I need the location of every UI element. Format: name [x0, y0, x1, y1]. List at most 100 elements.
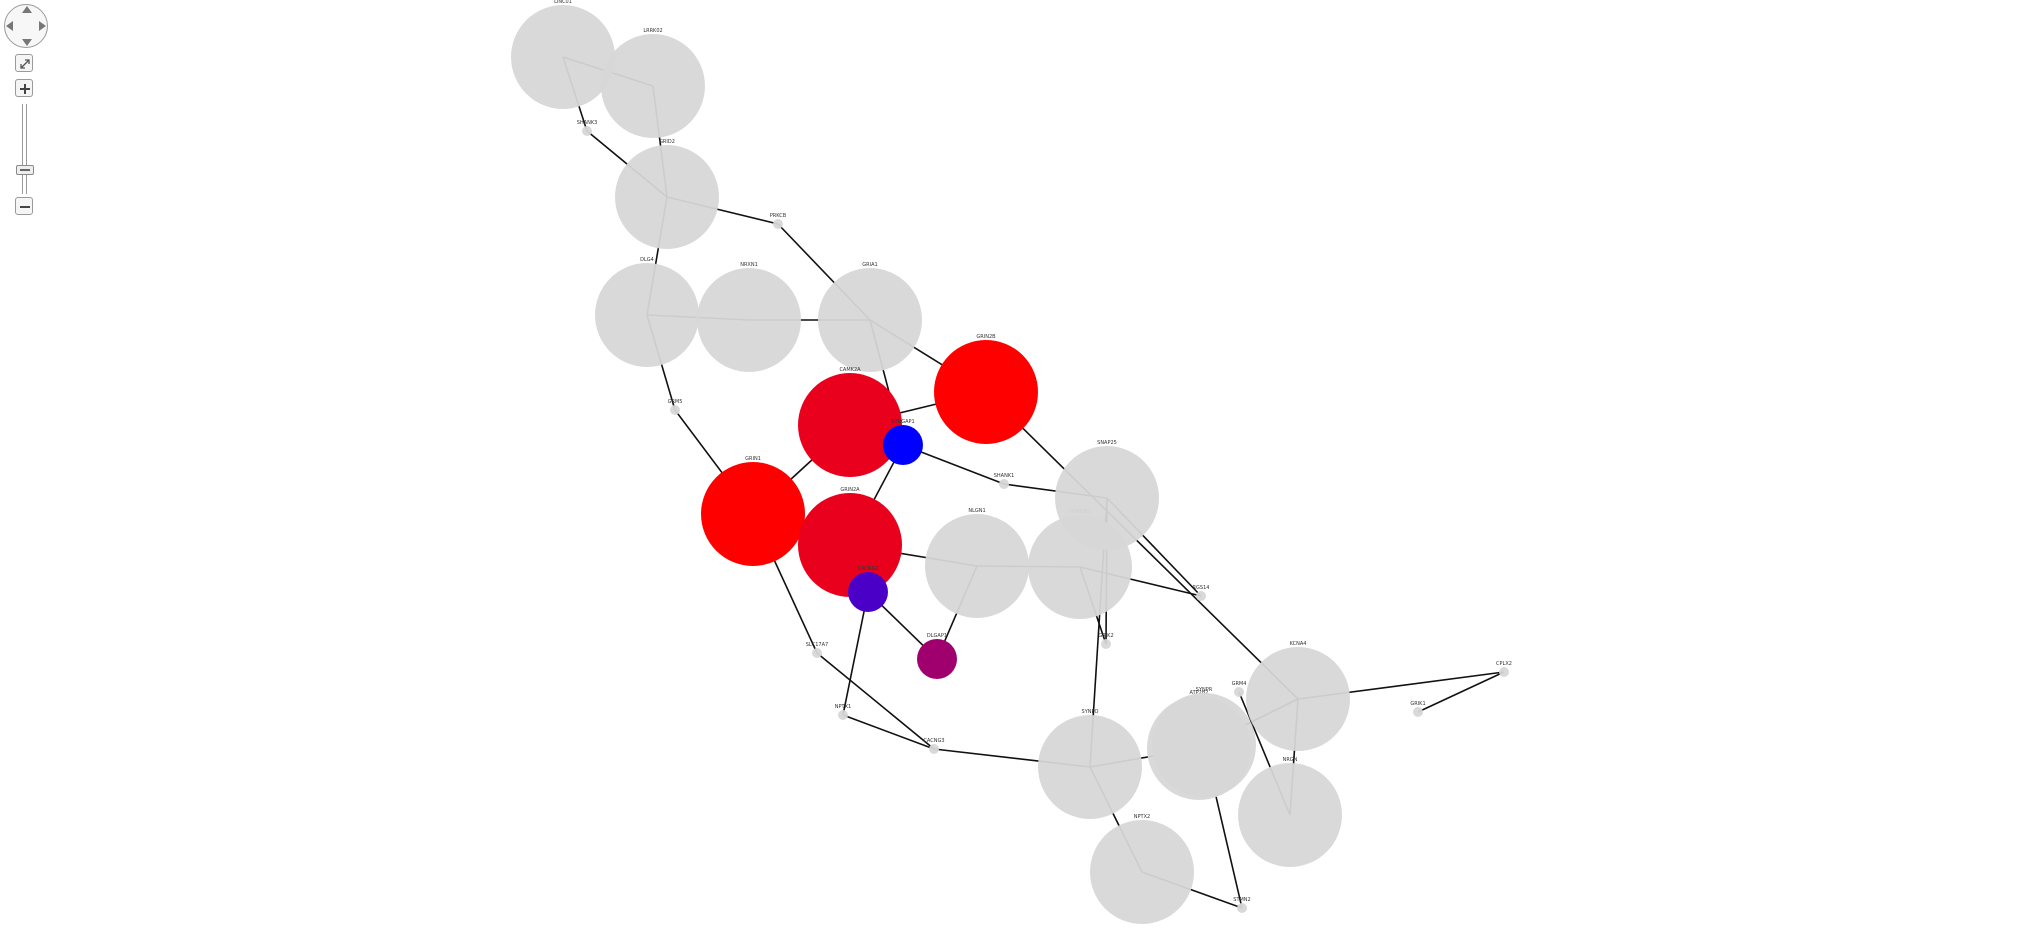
- graph-node-grin2b[interactable]: GRIN2B: [934, 334, 1038, 444]
- node-circle[interactable]: [818, 268, 922, 372]
- node-label: NPTX1: [835, 704, 851, 710]
- node-circle[interactable]: [812, 648, 822, 658]
- graph-edge[interactable]: [842, 714, 935, 750]
- graph-node-gria1[interactable]: GRIA1: [818, 262, 922, 372]
- node-circle[interactable]: [697, 268, 801, 372]
- zoom-out-button[interactable]: [15, 197, 33, 215]
- graph-node-nptx2[interactable]: NPTX2: [1090, 814, 1194, 924]
- graph-edge[interactable]: [842, 591, 869, 716]
- node-circle[interactable]: [1238, 763, 1342, 867]
- node-label: GRM4: [1232, 681, 1247, 687]
- graph-node-linc01[interactable]: LINC01: [511, 0, 615, 109]
- node-circle[interactable]: [511, 5, 615, 109]
- node-circle[interactable]: [1499, 667, 1509, 677]
- node-circle[interactable]: [601, 34, 705, 138]
- node-label: NRGN: [1283, 757, 1298, 763]
- zoom-slider-handle[interactable]: [16, 165, 34, 175]
- graph-node-shank1[interactable]: SHANK1: [994, 473, 1015, 489]
- node-circle[interactable]: [925, 514, 1029, 618]
- graph-node-dlgap1[interactable]: DLGAP1: [917, 633, 957, 679]
- node-label: GRIK2: [1098, 633, 1113, 639]
- pan-down-arrow-icon[interactable]: [22, 39, 32, 46]
- pan-compass-icon[interactable]: [4, 4, 48, 48]
- node-label: GRIA1: [862, 262, 877, 268]
- graph-edge[interactable]: [816, 652, 935, 750]
- node-circle[interactable]: [615, 145, 719, 249]
- node-circle[interactable]: [1234, 687, 1244, 697]
- pan-left-arrow-icon[interactable]: [6, 21, 13, 31]
- node-label: SHANK3: [577, 120, 598, 126]
- graph-node-cacng2[interactable]: CACNG2: [848, 566, 888, 612]
- zoom-in-button[interactable]: [15, 79, 33, 97]
- node-label: SLC17A7: [806, 642, 828, 648]
- node-circle[interactable]: [582, 126, 592, 136]
- graph-node-slc17a7[interactable]: SLC17A7: [806, 642, 828, 658]
- pan-right-arrow-icon[interactable]: [39, 21, 46, 31]
- node-circle[interactable]: [1152, 693, 1256, 797]
- graph-node-synpo[interactable]: SYNPO: [1038, 709, 1142, 819]
- graph-node-cplx2[interactable]: CPLX2: [1496, 661, 1512, 677]
- node-label: CPLX2: [1496, 661, 1512, 667]
- graph-node-camk2a[interactable]: CAMK2A: [798, 367, 902, 477]
- node-label: GRIN2B: [976, 334, 996, 340]
- node-label: CAMK2A: [839, 367, 861, 373]
- graph-node-grin2a[interactable]: GRIN2A: [798, 487, 902, 597]
- node-circle[interactable]: [917, 639, 957, 679]
- graph-node-nptx1[interactable]: NPTX1: [835, 704, 851, 720]
- node-label: GRIN1: [745, 456, 761, 462]
- graph-edge[interactable]: [985, 391, 1299, 700]
- node-circle[interactable]: [595, 263, 699, 367]
- node-circle[interactable]: [1090, 820, 1194, 924]
- node-circle[interactable]: [1196, 591, 1206, 601]
- graph-node-nlgn1[interactable]: NLGN1: [925, 508, 1029, 618]
- node-circle[interactable]: [1038, 715, 1142, 819]
- graph-node-grm5[interactable]: GRM5: [668, 399, 683, 415]
- graph-edge[interactable]: [1417, 671, 1505, 713]
- node-circle[interactable]: [670, 405, 680, 415]
- node-circle[interactable]: [929, 744, 939, 754]
- node-label: STMN2: [1233, 897, 1250, 903]
- node-label: NRXN1: [740, 262, 758, 268]
- zoom-slider-track[interactable]: [22, 104, 27, 194]
- graph-node-lrrk02[interactable]: LRRK02: [601, 28, 705, 138]
- graph-node-shank3[interactable]: SHANK3: [577, 120, 598, 136]
- graph-node-kcna4[interactable]: KCNA4: [1246, 641, 1350, 751]
- fit-screen-button[interactable]: [15, 54, 33, 72]
- pan-up-arrow-icon[interactable]: [22, 6, 32, 13]
- graph-node-rgs14[interactable]: RGS14: [1193, 585, 1210, 601]
- graph-node-dlg4[interactable]: DLG4: [595, 257, 699, 367]
- graph-node-syngap1[interactable]: SYNGAP1: [883, 419, 923, 465]
- node-circle[interactable]: [1413, 707, 1423, 717]
- graph-node-grik1[interactable]: GRIK1: [1410, 701, 1426, 717]
- node-circle[interactable]: [1246, 647, 1350, 751]
- graph-node-grin1[interactable]: GRIN1: [701, 456, 805, 566]
- node-label: SNAP25: [1097, 440, 1117, 446]
- node-circle[interactable]: [798, 493, 902, 597]
- graph-node-stmn2[interactable]: STMN2: [1233, 897, 1251, 913]
- graph-node-prkcb[interactable]: PRKCB: [770, 213, 787, 229]
- node-circle[interactable]: [701, 462, 805, 566]
- graph-node-snap25[interactable]: SNAP25: [1055, 440, 1159, 550]
- node-circle[interactable]: [838, 710, 848, 720]
- graph-node-synpr[interactable]: SYNPR: [1152, 687, 1256, 797]
- node-circle[interactable]: [848, 572, 888, 612]
- node-circle[interactable]: [773, 219, 783, 229]
- node-circle[interactable]: [1237, 903, 1247, 913]
- node-circle[interactable]: [1055, 446, 1159, 550]
- node-circle[interactable]: [1101, 639, 1111, 649]
- graph-node-nrgn[interactable]: NRGN: [1238, 757, 1342, 867]
- node-circle[interactable]: [934, 340, 1038, 444]
- node-label: SYNPR: [1196, 687, 1213, 693]
- node-label: GRIN2A: [840, 487, 860, 493]
- node-circle[interactable]: [883, 425, 923, 465]
- node-circle[interactable]: [999, 479, 1009, 489]
- node-label: CACNG2: [857, 566, 878, 572]
- graph-node-cacng3[interactable]: CACNG3: [923, 738, 945, 754]
- graph-node-grid2[interactable]: GRID2: [615, 139, 719, 249]
- graph-node-grm4[interactable]: GRM4: [1232, 681, 1247, 697]
- node-circle[interactable]: [798, 373, 902, 477]
- graph-node-grik2[interactable]: GRIK2: [1098, 633, 1114, 649]
- graph-node-nrxn1[interactable]: NRXN1: [697, 262, 801, 372]
